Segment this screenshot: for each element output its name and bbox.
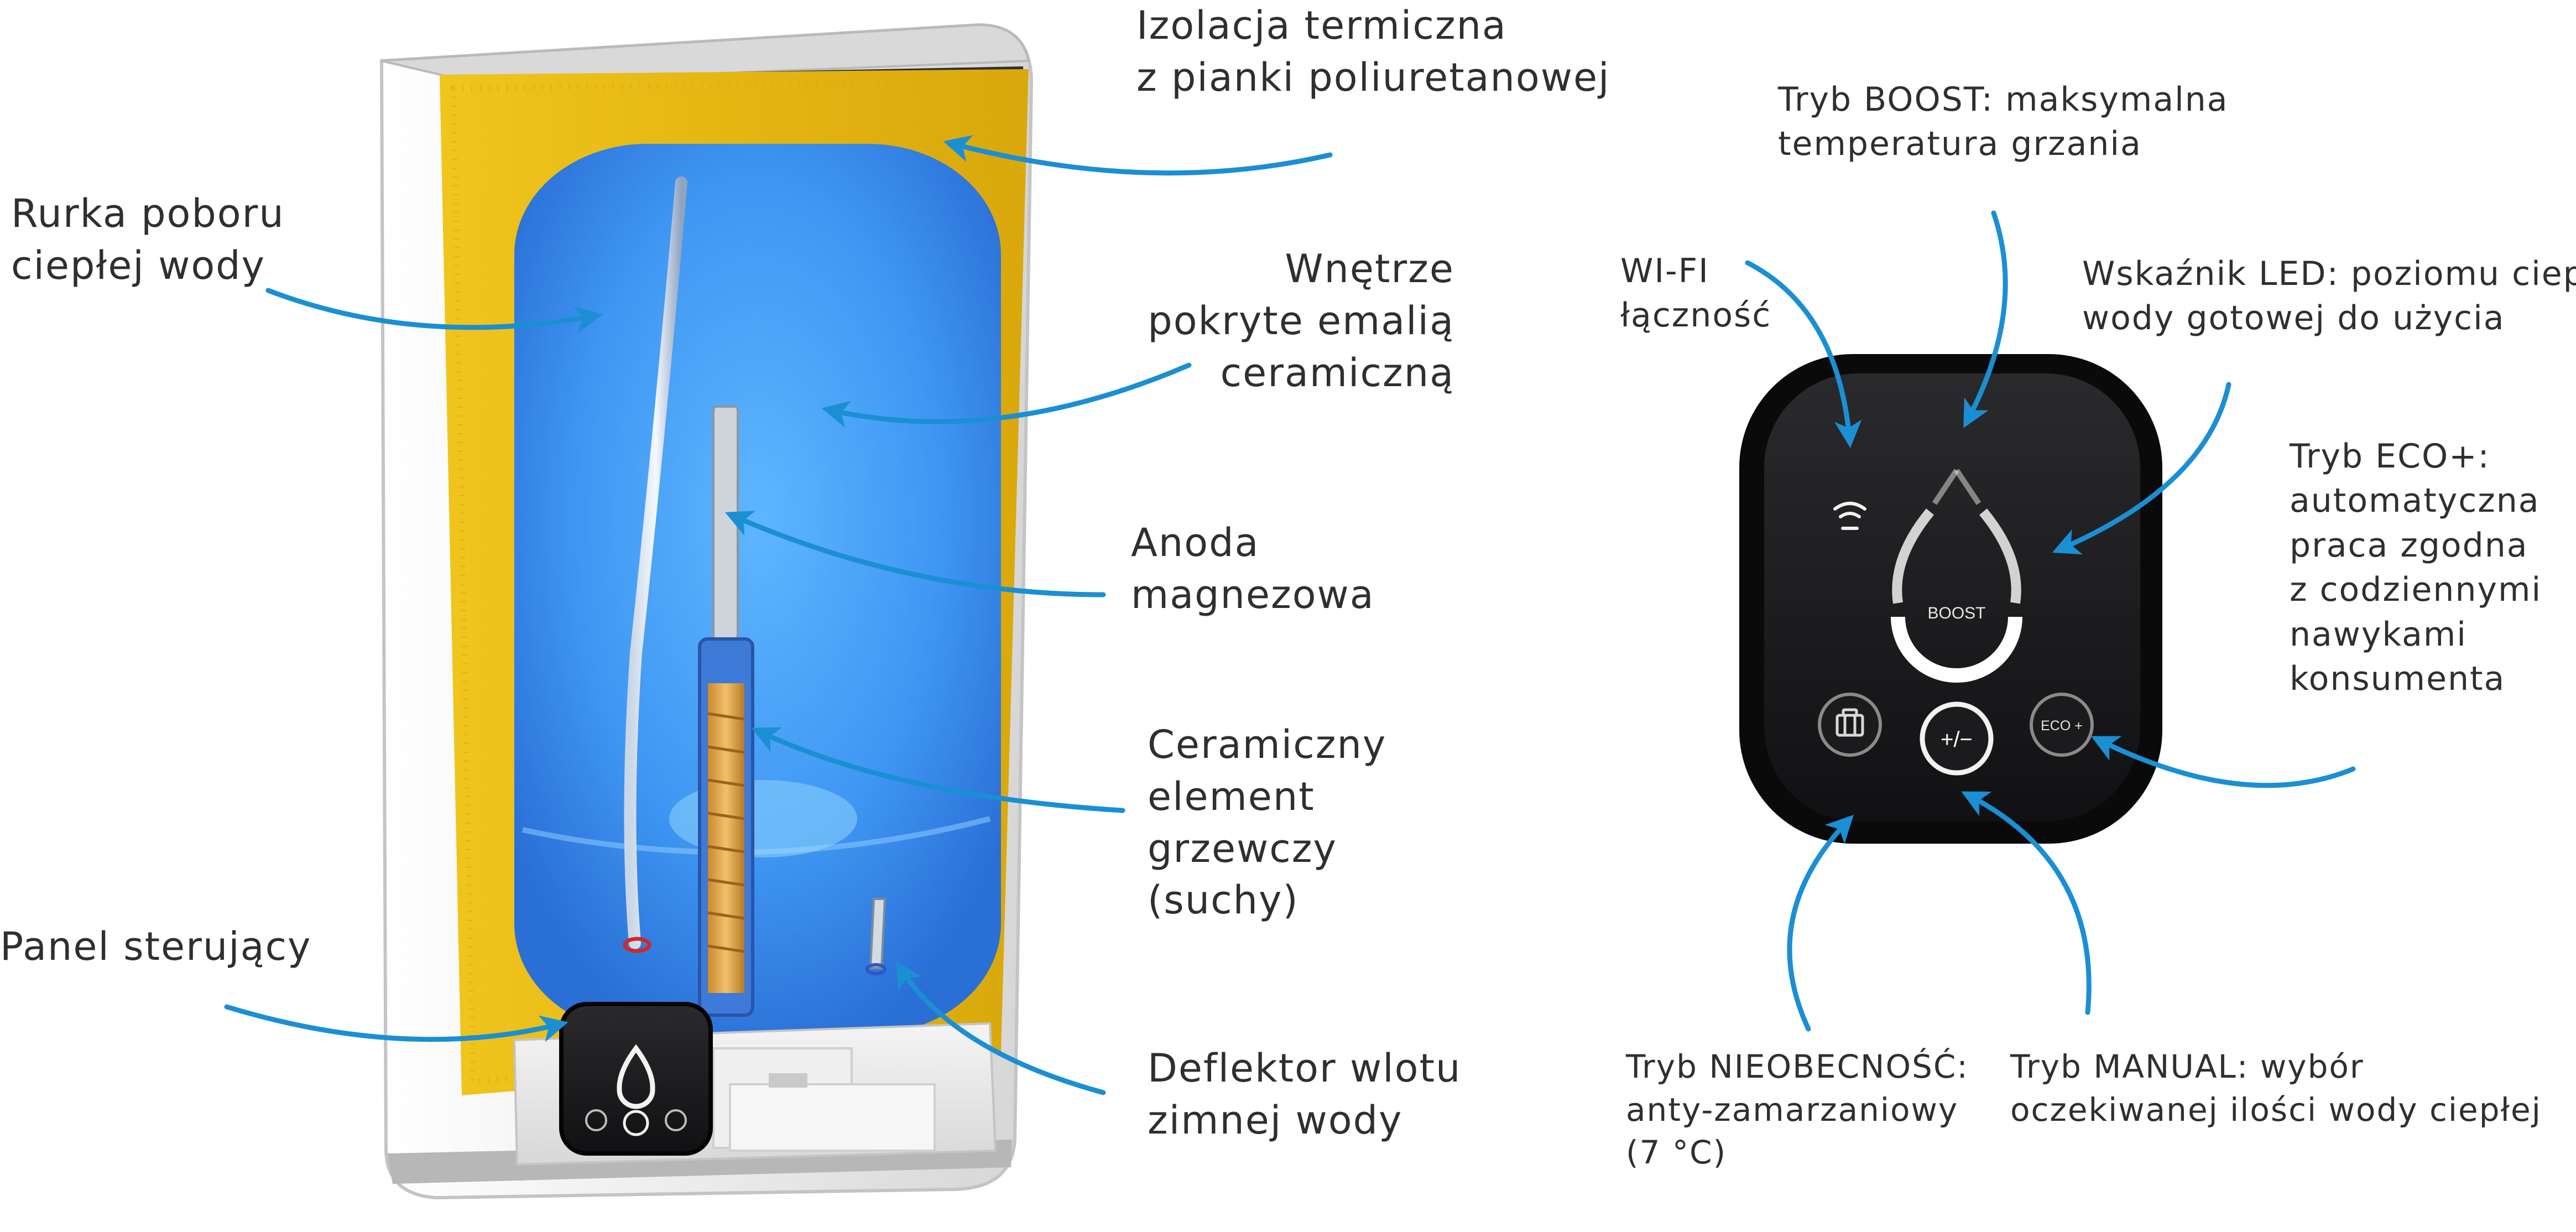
arrow-absence bbox=[1787, 814, 1854, 1032]
magnesium-anode bbox=[712, 406, 739, 640]
arrow-wifi bbox=[1745, 260, 1862, 448]
label-control-panel: Panel sterujący bbox=[0, 924, 312, 969]
arrow-deflector bbox=[895, 960, 1106, 1095]
cold-water-deflector bbox=[869, 898, 887, 969]
label-absence-mode: Tryb NIEOBECNOŚĆ:anty-zamarzaniowy(7 °C) bbox=[1626, 1048, 1969, 1172]
eco-label: ECO + bbox=[2041, 718, 2083, 734]
manual-label: +/− bbox=[1941, 727, 1973, 752]
wifi-icon bbox=[1833, 502, 1866, 530]
arrow-anode bbox=[724, 511, 1106, 597]
arrow-boost bbox=[1963, 210, 2008, 428]
boost-label: BOOST bbox=[1927, 604, 1985, 622]
water-surface bbox=[522, 816, 991, 855]
water-heater bbox=[379, 23, 1034, 1200]
eco-button[interactable] bbox=[2030, 693, 2094, 757]
arrow-enamel bbox=[821, 362, 1192, 428]
arrow-heater bbox=[752, 727, 1125, 813]
water-tank bbox=[514, 144, 1001, 1035]
arrow-insulation bbox=[943, 135, 1333, 176]
heating-coil-windings bbox=[707, 712, 745, 953]
base-cover-right bbox=[729, 1083, 936, 1152]
absence-button[interactable] bbox=[1818, 693, 1882, 757]
suitcase-icon bbox=[1835, 708, 1864, 737]
tube-inlet-ring bbox=[623, 937, 651, 953]
base-connector bbox=[769, 1073, 807, 1088]
heater-control-panel bbox=[559, 1002, 713, 1156]
arrow-tube bbox=[265, 288, 603, 333]
deflector-ring bbox=[865, 963, 887, 975]
arrow-panel bbox=[224, 1004, 569, 1042]
arrow-led bbox=[2052, 382, 2231, 555]
boost-led-indicator bbox=[1891, 469, 2022, 683]
arrow-eco bbox=[2091, 736, 2356, 788]
casing-top-edge bbox=[381, 23, 1030, 85]
ceramic-heating-element bbox=[708, 683, 744, 993]
manual-button[interactable] bbox=[1920, 701, 1994, 776]
hot-water-tube bbox=[624, 176, 687, 949]
arrow-manual bbox=[1961, 791, 2092, 1015]
control-panel-closeup: BOOST +/− ECO + bbox=[1739, 354, 2162, 844]
water-glow bbox=[669, 780, 857, 857]
callout-arrows bbox=[224, 135, 2356, 1095]
